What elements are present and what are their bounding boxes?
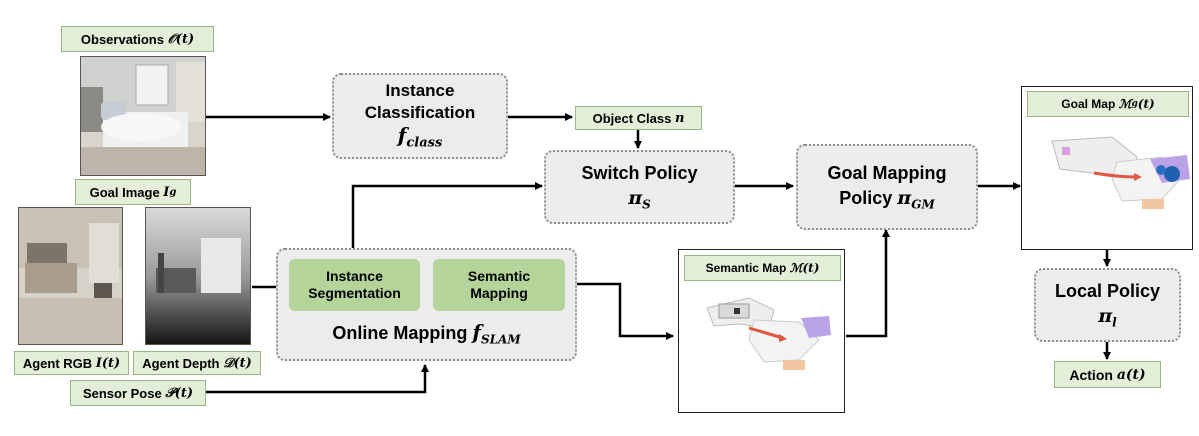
agent-depth-label: Agent Depth 𝒟(t): [133, 351, 261, 375]
agent-rgb-label: Agent RGB I(t): [14, 351, 129, 375]
arrow-sensor-pose-to-online-mapping: [206, 364, 429, 394]
instance-segmentation-box: Instance Segmentation: [289, 259, 420, 311]
arrow-segmentation-to-switch: [351, 182, 543, 258]
agent-rgb-image: [18, 207, 123, 345]
instance-classification-module: Instance Classification fclass: [332, 73, 508, 159]
semantic-map-label: Semantic Map ℳ(t): [684, 255, 841, 281]
semantic-map-graphic: [706, 297, 831, 370]
local-policy-module: Local Policy πl: [1034, 268, 1181, 342]
switch-policy-module: Switch Policy πS: [544, 150, 735, 224]
goal-mapping-policy-module: Goal Mapping Policy πGM: [796, 144, 978, 230]
arrow-semantic-map-to-goal-mapping: [846, 229, 890, 338]
semantic-map-panel: Semantic Map ℳ(t): [678, 249, 845, 413]
goal-map-graphic: [1051, 136, 1190, 209]
semantic-mapping-box: Semantic Mapping: [433, 259, 565, 311]
agent-depth-image: [145, 207, 251, 345]
sensor-pose-label: Sensor Pose 𝒫(t): [70, 380, 206, 406]
observation-bedroom-image: [80, 56, 206, 176]
observations-label: Observations 𝒪(t): [61, 26, 214, 52]
object-class-label: Object Class n: [575, 106, 702, 130]
action-output-label: Action a(t): [1054, 361, 1161, 388]
arrow-online-mapping-to-semantic-map: [567, 282, 674, 340]
